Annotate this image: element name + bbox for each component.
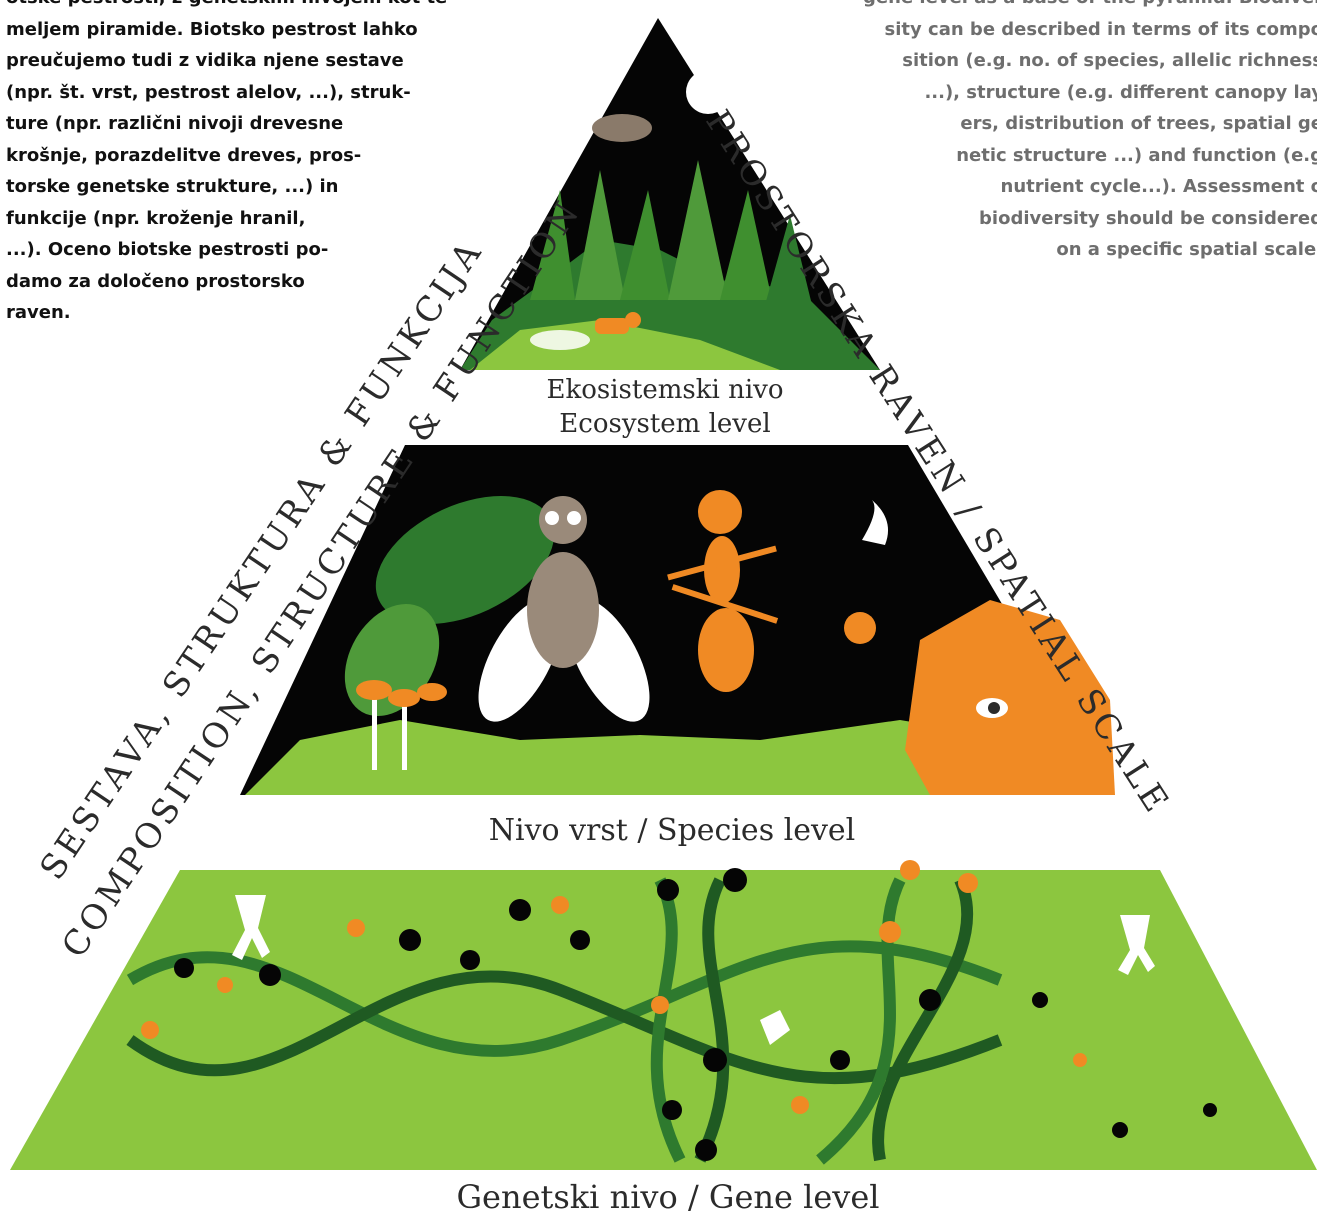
ecosystem-level-label-en: Ecosystem level (559, 409, 770, 439)
gene-level-illustration (10, 860, 1317, 1170)
gene-level-label: Genetski nivo / Gene level (456, 1178, 879, 1216)
species-level-label: Nivo vrst / Species level (489, 813, 856, 848)
ecosystem-level-illustration (460, 18, 880, 370)
ecosystem-level-label-sl: Ekosistemski nivo (547, 375, 784, 405)
